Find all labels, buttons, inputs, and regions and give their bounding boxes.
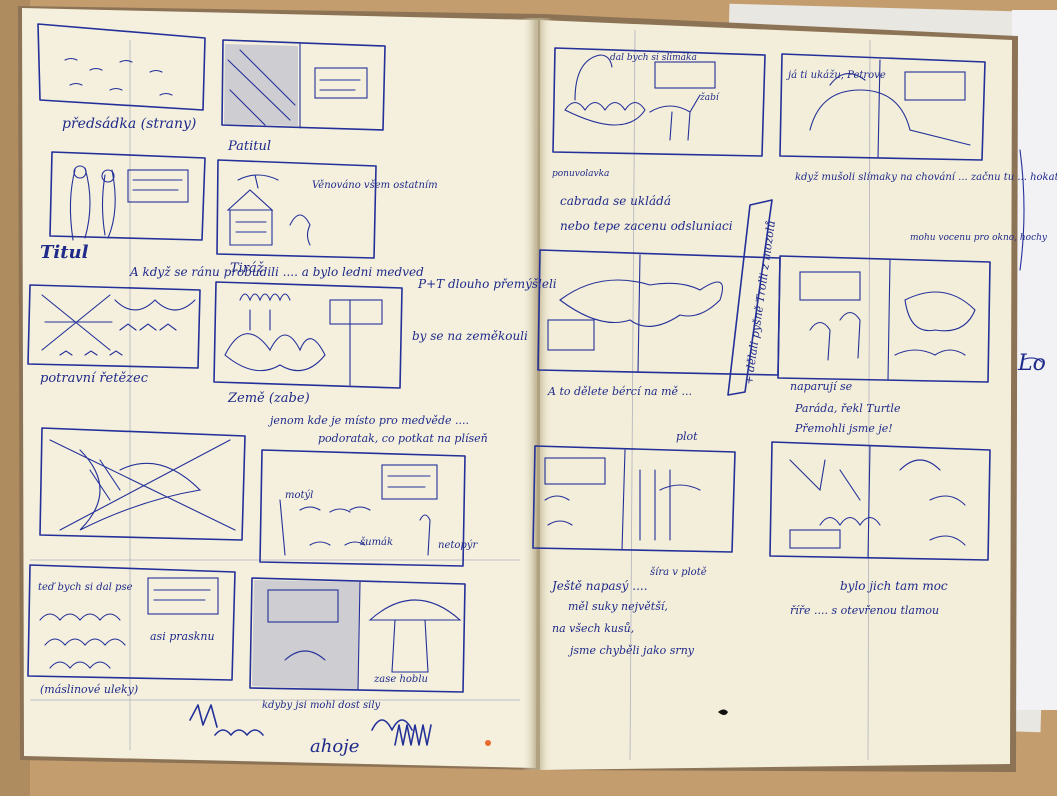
caption-plot: plot	[676, 430, 698, 443]
caption-parada: Paráda, řekl Turtle	[794, 402, 901, 415]
caption-rir: říře .... s otevřenou tlamou	[790, 604, 939, 617]
panel-patitul	[221, 39, 386, 131]
caption-jeste: Ještě napasý ....	[549, 579, 648, 593]
signature-scribble-left	[189, 704, 264, 736]
caption-nebo: nebo tepe zacenu odsluniaci	[560, 219, 733, 233]
caption-naparuj: naparují se	[790, 380, 853, 393]
caption-bylo: bylo jich tam moc	[840, 579, 948, 593]
caption-by-se: by se na zeměkouli	[412, 329, 528, 343]
caption-motyl: motýl	[285, 490, 313, 501]
background-paper-blue	[1012, 10, 1057, 710]
caption-na-vsech: na všech kusů,	[552, 622, 634, 635]
caption-ptt: P+T dlouho přemýšleli	[417, 277, 557, 291]
caption-ja-ti: já ti ukážu, Petrove	[786, 70, 886, 81]
panel-mushroom	[249, 577, 466, 693]
caption-ahoj: A když se ránu probudili .... a bylo led…	[129, 265, 424, 279]
caption-titul: Titul	[40, 242, 89, 263]
panel-frogs	[27, 564, 236, 681]
panel-titul	[49, 151, 206, 241]
caption-sira: šíra v plotě	[650, 567, 707, 578]
panel-earth	[213, 281, 403, 389]
panel-flying	[769, 441, 991, 561]
caption-venovano: Věnováno všem ostatním	[312, 180, 438, 191]
panel-animals	[259, 449, 466, 567]
caption-ted-bych: teď bych si dal pse	[38, 582, 133, 593]
caption-podoratak: podoratak, co potkat na plíseň	[318, 432, 488, 445]
caption-zeme: Země (zabe)	[227, 391, 310, 406]
page-gutter	[522, 18, 552, 770]
caption-mohu: mohu vocenu pro okno, hochy	[910, 233, 1048, 243]
caption-asi: asi prasknu	[150, 630, 215, 643]
signature-ahoj: ahoje	[310, 736, 359, 757]
caption-cabrada: cabrada se ukládá	[560, 194, 671, 208]
background-paper-text: Lo	[1017, 351, 1046, 376]
panel-predsadka	[37, 23, 206, 111]
caption-zase: zase hoblu	[373, 674, 428, 685]
left-page-sketches: předsádka (strany) Patitul Titul Věnován…	[27, 23, 557, 757]
orange-dot	[485, 740, 491, 746]
caption-tiraz: Tiráž	[230, 261, 264, 276]
panel-tiraz	[216, 159, 377, 259]
panel-potravni	[27, 284, 201, 369]
panel-fence	[532, 445, 736, 553]
panel-crossed	[39, 427, 246, 541]
caption-jsme: jsme chyběli jako srny	[567, 644, 695, 657]
caption-a-to: A to dělete bércí na mě ...	[547, 385, 692, 398]
caption-potravni: potravní řetězec	[40, 371, 149, 386]
caption-maslinove: (máslinové uleky)	[40, 683, 138, 696]
panel-bear	[779, 53, 986, 161]
caption-kdyby: kdyby jsi mohl dost sily	[262, 700, 381, 711]
background-paper-scribble	[1019, 149, 1043, 363]
ink-blot	[718, 709, 728, 715]
caption-kdyz: když mušoli slímaky na chování ... začnu…	[795, 172, 1057, 183]
caption-predsadka: předsádka (strany)	[62, 116, 196, 132]
stamp-box	[727, 199, 773, 396]
right-page	[540, 20, 1012, 770]
caption-jenom: jenom kde je místo pro medvěde ....	[267, 414, 469, 427]
caption-premohli: Přemohli jsme je!	[794, 422, 893, 435]
panel-birds	[777, 255, 991, 383]
caption-sumak: šumák	[360, 537, 393, 548]
caption-patitul: Patitul	[227, 139, 271, 154]
panel-snail	[552, 47, 766, 157]
caption-zaba: žabí	[699, 92, 720, 103]
signature-scribble-right	[371, 719, 432, 746]
caption-netopyr: netopýr	[438, 540, 478, 551]
caption-poruvolavka: ponuvolavka	[552, 169, 609, 179]
caption-mel: měl suky největší,	[568, 600, 668, 613]
caption-dal-bych: dal bych si slimáka	[610, 52, 697, 63]
